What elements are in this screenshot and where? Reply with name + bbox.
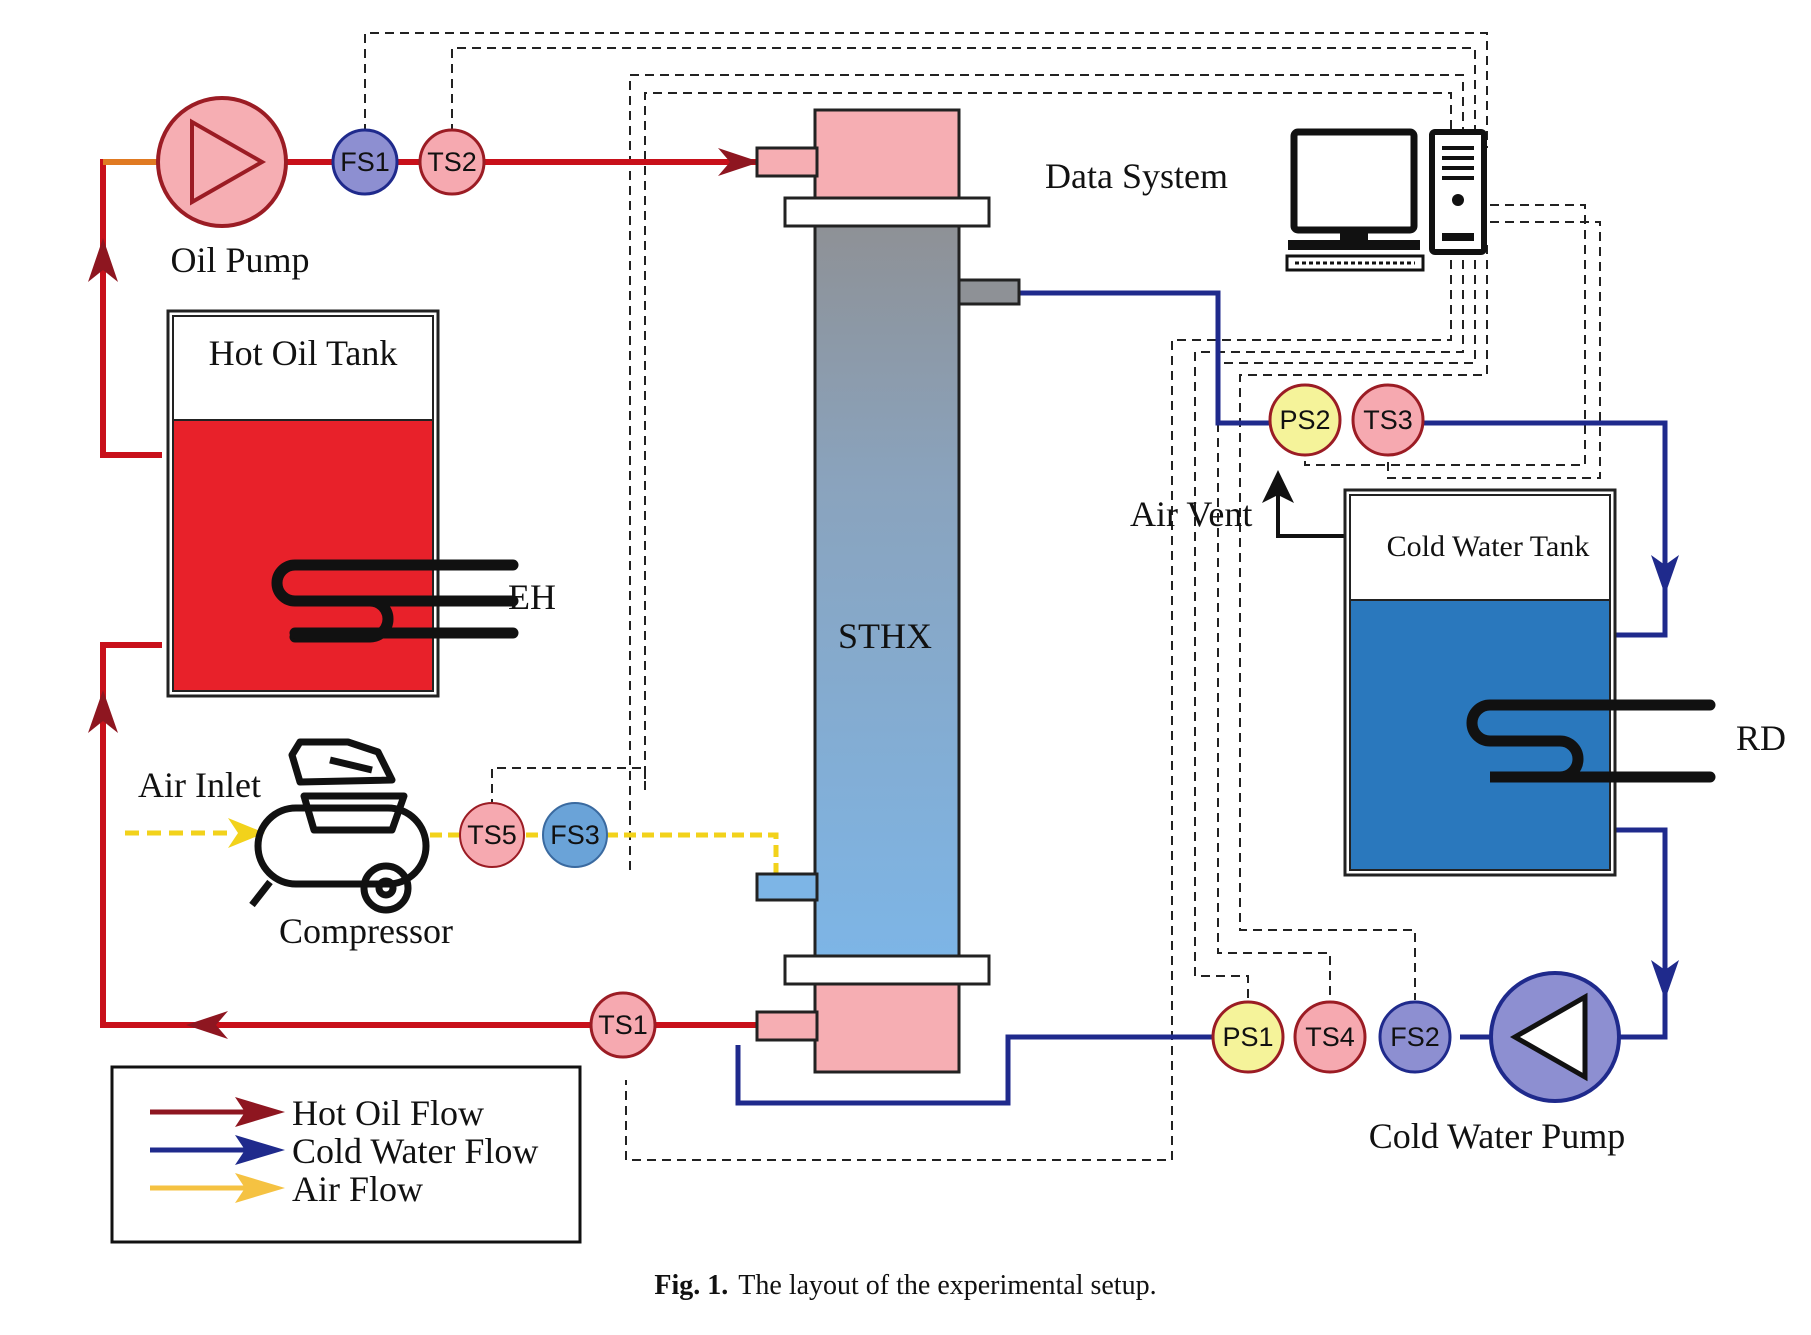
svg-text:Cold Water Flow: Cold Water Flow [292, 1131, 538, 1171]
cold-water-tank: Cold Water Tank RD [1343, 488, 1786, 877]
data-system-label: Data System [1045, 156, 1228, 196]
svg-text:Air Flow: Air Flow [292, 1169, 423, 1209]
sensor-fs3: FS3 [542, 802, 608, 868]
air-vent-arrow-icon [1262, 470, 1294, 503]
sensor-ps1: PS1 [1211, 1000, 1285, 1074]
hot-oil-tank-label: Hot Oil Tank [209, 333, 398, 373]
sensor-ts1: TS1 [589, 991, 657, 1059]
oil-flow-arrow-icon [88, 238, 118, 282]
pump-triangle-icon [1509, 992, 1588, 1082]
air-circuit [125, 818, 779, 881]
water-flow-arrow-icon [1651, 960, 1679, 1000]
legend-arrow-icon [235, 1135, 285, 1165]
oil-flow-arrow-icon [186, 1011, 228, 1039]
cold-water-pump-label: Cold Water Pump [1369, 1116, 1625, 1156]
data-system: Data System [1045, 128, 1487, 272]
radiator-label: RD [1736, 718, 1786, 758]
legend: Hot Oil Flow Cold Water Flow Air Flow [110, 1065, 582, 1244]
svg-text:TS5: TS5 [467, 820, 517, 850]
pump-triangle-icon [190, 118, 267, 206]
cold-water-pump: Cold Water Pump [1369, 971, 1625, 1156]
legend-item-hot-oil: Hot Oil Flow [150, 1093, 484, 1133]
sthx-label: STHX [838, 616, 932, 656]
cold-water-circuit [735, 290, 1679, 1106]
svg-text:Hot Oil Flow: Hot Oil Flow [292, 1093, 484, 1133]
svg-text:PS1: PS1 [1222, 1022, 1273, 1052]
air-inlet-label: Air Inlet [138, 765, 261, 805]
svg-text:FS2: FS2 [1390, 1022, 1440, 1052]
computer-icon [1285, 128, 1487, 272]
sensor-ts4: TS4 [1293, 1000, 1367, 1074]
oil-flow-arrow-icon [88, 690, 118, 733]
legend-arrow-icon [235, 1097, 285, 1127]
sthx-heat-exchanger: STHX [755, 108, 1021, 1074]
svg-text:PS2: PS2 [1279, 405, 1330, 435]
svg-text:FS3: FS3 [550, 820, 600, 850]
figure-caption-text: The layout of the experimental setup. [738, 1270, 1157, 1301]
sensor-ts2: TS2 [418, 128, 486, 196]
svg-text:TS2: TS2 [427, 147, 477, 177]
water-flow-arrow-icon [1651, 555, 1679, 595]
svg-text:TS1: TS1 [598, 1010, 648, 1040]
compressor: Air Inlet Compressor [138, 738, 453, 951]
air-vent-label: Air Vent [1130, 494, 1252, 534]
cold-water-tank-label: Cold Water Tank [1387, 530, 1590, 563]
oil-flow-arrow-icon [718, 148, 760, 176]
oil-pump-label: Oil Pump [170, 240, 309, 280]
svg-text:FS1: FS1 [340, 147, 390, 177]
air-flow-arrow-icon [228, 818, 265, 848]
compressor-icon [249, 738, 430, 914]
svg-text:TS4: TS4 [1305, 1022, 1355, 1052]
air-vent: Air Vent [1130, 470, 1345, 538]
sensor-ts5: TS5 [459, 802, 525, 868]
sensor-ts3: TS3 [1351, 383, 1425, 457]
sensor-fs2: FS2 [1378, 1000, 1452, 1074]
oil-pump: Oil Pump [156, 96, 310, 280]
compressor-label: Compressor [279, 911, 453, 951]
legend-item-air: Air Flow [150, 1169, 423, 1209]
figure-caption-label: Fig. 1. [654, 1270, 729, 1301]
sensors: FS1 TS2 PS2 TS3 TS5 FS3 TS1 PS1 [331, 128, 1452, 1074]
figure-caption: Fig. 1. The layout of the experimental se… [0, 1270, 1811, 1302]
signal-lines [364, 32, 1601, 1161]
legend-arrow-icon [235, 1173, 285, 1203]
svg-text:TS3: TS3 [1363, 405, 1413, 435]
legend-item-cold-water: Cold Water Flow [150, 1131, 538, 1171]
hot-oil-tank: Hot Oil Tank EH [166, 309, 556, 698]
sensor-fs1: FS1 [331, 128, 399, 196]
sensor-ps2: PS2 [1268, 383, 1342, 457]
heater-label: EH [508, 577, 556, 617]
